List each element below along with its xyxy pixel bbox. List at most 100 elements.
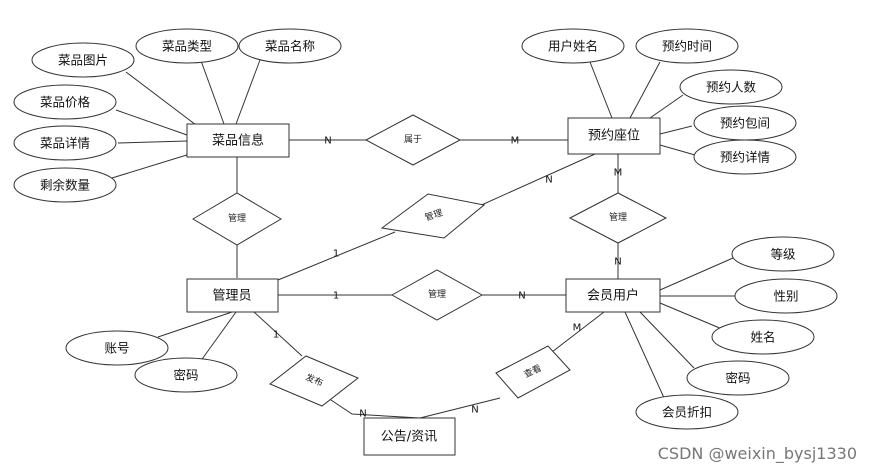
card-member-view: M xyxy=(573,323,582,334)
entity-boxes xyxy=(186,117,661,456)
line-notice-view xyxy=(419,397,501,419)
attr-dish-image-label: 菜品图片 xyxy=(58,53,108,68)
line-reserve-time xyxy=(629,61,661,119)
attr-member-discount xyxy=(635,394,739,430)
attr-reserve-room-label: 预约包间 xyxy=(720,116,770,131)
attr-member-discount-label: 会员折扣 xyxy=(662,405,712,420)
card-admin-manage-member: 1 xyxy=(333,291,339,302)
attr-dish-price-label: 菜品价格 xyxy=(40,95,91,110)
card-member-managed: N xyxy=(518,291,525,302)
card-reservation-belongs: M xyxy=(511,136,520,147)
attribute-labels: 菜品图片 菜品类型 菜品名称 菜品价格 菜品详情 剩余数量 用户姓名 预约时间 … xyxy=(40,39,799,420)
entity-notice xyxy=(363,417,456,456)
card-dish-belongs: N xyxy=(324,136,331,147)
entity-notice-label: 公告/资讯 xyxy=(381,430,437,445)
attribute-ellipses xyxy=(13,28,838,430)
attr-gender-label: 性别 xyxy=(773,289,798,304)
line-publish-notice xyxy=(327,397,421,419)
line-account xyxy=(157,311,233,338)
entity-member-label: 会员用户 xyxy=(587,288,639,304)
entity-member xyxy=(565,278,661,313)
attr-dish-name-label: 菜品名称 xyxy=(265,39,315,54)
line-view-member xyxy=(551,311,605,353)
attr-account xyxy=(65,330,169,366)
line-reserve-room xyxy=(659,125,693,135)
entity-labels: 菜品信息 预约座位 管理员 会员用户 公告/资讯 xyxy=(212,129,640,445)
attr-dish-detail xyxy=(13,125,117,161)
line-dish-price xyxy=(115,109,188,136)
rel-manage-reservation xyxy=(380,193,486,239)
card-reservation-member: M xyxy=(614,168,623,179)
card-notice-view: N xyxy=(471,405,478,416)
relationship-diamonds xyxy=(192,114,668,407)
rel-member-reservation xyxy=(568,192,668,244)
line-user-name xyxy=(589,61,613,119)
watermark: CSDN @weixin_bysj1330 xyxy=(657,444,857,463)
card-member-reservation: N xyxy=(614,257,621,268)
line-member-password xyxy=(639,311,695,369)
line-level xyxy=(659,257,734,291)
attr-dish-detail-label: 菜品详情 xyxy=(40,136,90,151)
connector-lines xyxy=(111,57,735,419)
entity-reservation-label: 预约座位 xyxy=(588,129,640,144)
attr-reserve-time xyxy=(635,28,739,64)
attr-gender xyxy=(734,278,838,314)
attr-user-name-label: 用户姓名 xyxy=(548,39,598,54)
attr-remaining-qty-label: 剩余数量 xyxy=(40,178,90,193)
attr-name-label: 姓名 xyxy=(750,330,775,345)
line-reserve-detail xyxy=(659,144,696,156)
attr-reserve-detail xyxy=(693,139,797,175)
attr-dish-image xyxy=(31,42,135,78)
attr-member-password xyxy=(686,360,790,396)
rel-publish xyxy=(269,355,359,407)
attr-level xyxy=(731,236,835,272)
card-reservation-managed-by-admin: N xyxy=(545,175,552,186)
line-reserve-people xyxy=(649,94,684,119)
attr-account-label: 账号 xyxy=(104,341,129,356)
attr-reserve-detail-label: 预约详情 xyxy=(720,150,770,165)
attr-user-name xyxy=(521,28,625,64)
attr-reserve-people-label: 预约人数 xyxy=(706,80,757,95)
rel-manage-member xyxy=(390,269,484,321)
rel-manage-member-label: 管理 xyxy=(428,288,446,300)
line-dish-detail xyxy=(117,140,188,144)
rel-view xyxy=(495,345,571,399)
line-remaining-qty xyxy=(111,153,191,179)
rel-member-reservation-label: 管理 xyxy=(609,211,627,223)
line-admin-password xyxy=(199,311,237,363)
line-name xyxy=(659,302,723,330)
cardinality-labels: N M 1 N M N 1 N 1 N N M xyxy=(273,136,623,420)
attr-remaining-qty xyxy=(13,167,117,203)
attr-dish-price xyxy=(13,84,117,120)
rel-belongs-to xyxy=(364,114,462,166)
card-admin-publish: 1 xyxy=(273,330,279,341)
attr-level-label: 等级 xyxy=(770,247,796,262)
rel-manage-dish-label: 管理 xyxy=(228,212,246,224)
line-admin-publish xyxy=(253,311,303,357)
attr-reserve-time-label: 预约时间 xyxy=(662,39,712,54)
attr-dish-name xyxy=(238,28,342,64)
card-notice-publish: N xyxy=(359,409,366,420)
line-manage-reservation-admin xyxy=(476,153,596,208)
attr-dish-type xyxy=(135,28,239,64)
rel-manage-dish xyxy=(192,192,282,246)
entity-dish-label: 菜品信息 xyxy=(212,133,264,149)
entity-dish xyxy=(186,123,290,158)
rel-belongs-to-label: 属于 xyxy=(404,134,422,145)
entity-admin-label: 管理员 xyxy=(212,289,251,304)
card-admin-manage-reservation: 1 xyxy=(333,249,339,260)
attr-admin-password xyxy=(134,357,238,393)
line-member-discount xyxy=(624,311,666,401)
attr-reserve-people xyxy=(679,69,783,105)
attr-member-password-label: 密码 xyxy=(725,371,750,386)
entity-reservation xyxy=(567,117,661,155)
line-dish-name xyxy=(235,59,261,125)
attr-dish-type-label: 菜品类型 xyxy=(162,39,212,54)
line-dish-type xyxy=(199,57,225,125)
line-dish-image xyxy=(125,71,201,129)
entity-admin xyxy=(186,278,279,313)
attr-name xyxy=(711,319,815,355)
attr-admin-password-label: 密码 xyxy=(173,368,198,383)
line-admin-manage-reservation xyxy=(277,231,396,281)
